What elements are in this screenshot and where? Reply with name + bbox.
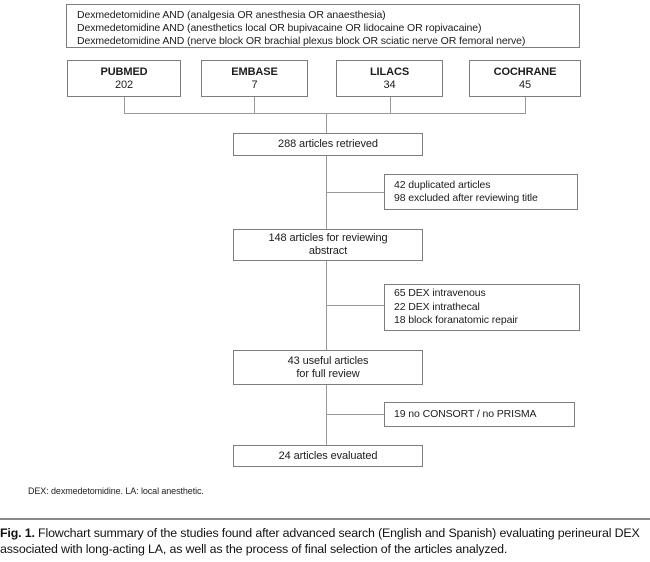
exclusion-line: 98 excluded after reviewing title: [394, 192, 538, 204]
connector-line: [254, 97, 255, 113]
flow-box-full-review: 43 useful articles for full review: [233, 350, 423, 385]
database-box-embase: EMBASE 7: [201, 60, 308, 97]
search-strategy-line: Dexmedetomidine AND (anesthetics local O…: [77, 22, 482, 34]
database-count: 202: [114, 78, 134, 91]
exclusion-line: 22 DEX intrathecal: [394, 300, 480, 313]
search-strategy-box: Dexmedetomidine AND (analgesia OR anesth…: [66, 4, 580, 48]
connector-line: [390, 97, 391, 113]
exclusion-line: 65 DEX intravenous: [394, 287, 486, 300]
connector-line: [326, 305, 384, 306]
flow-box-label: 43 useful articles: [287, 354, 369, 367]
exclusion-line: 19 no CONSORT / no PRISMA: [394, 407, 537, 420]
flow-box-label: 24 articles evaluated: [278, 449, 378, 462]
database-box-lilacs: LILACS 34: [336, 60, 443, 97]
figure-caption-text: Flowchart summary of the studies found a…: [0, 526, 640, 556]
caption-separator: [0, 518, 650, 520]
database-box-pubmed: PUBMED 202: [67, 60, 181, 97]
database-name: COCHRANE: [493, 65, 557, 78]
connector-line: [326, 113, 327, 133]
figure-caption-label: Fig. 1.: [0, 526, 35, 540]
connector-line: [326, 192, 384, 193]
flow-box-label: 148 articles for reviewing: [268, 232, 388, 244]
flow-box-label: for full review: [296, 367, 360, 380]
search-strategy-line: Dexmedetomidine AND (nerve block OR brac…: [77, 35, 526, 47]
connector-line: [124, 113, 526, 114]
database-name: LILACS: [369, 65, 410, 78]
database-box-cochrane: COCHRANE 45: [469, 60, 581, 97]
abbreviations-footnote: DEX: dexmedetomidine. LA: local anesthet…: [28, 486, 204, 496]
exclusion-line: 42 duplicated articles: [394, 178, 491, 191]
exclusion-box-no-consort-prisma: 19 no CONSORT / no PRISMA: [384, 402, 575, 427]
connector-line: [326, 385, 327, 445]
search-strategy-line: Dexmedetomidine AND (analgesia OR anesth…: [77, 9, 386, 21]
database-name: EMBASE: [231, 65, 278, 78]
database-count: 34: [383, 78, 396, 91]
database-count: 7: [251, 78, 258, 91]
connector-line: [124, 97, 125, 113]
exclusion-box-dex-routes: 65 DEX intravenous 22 DEX intrathecal 18…: [384, 284, 580, 331]
exclusion-line: 18 block foranatomic repair: [394, 314, 518, 327]
connector-line: [525, 97, 526, 113]
figure-caption: Fig. 1. Flowchart summary of the studies…: [0, 526, 650, 557]
flow-box-label: 288 articles retrieved: [278, 138, 378, 150]
exclusion-box-duplicates: 42 duplicated articles 98 excluded after…: [384, 174, 578, 210]
connector-line: [326, 414, 384, 415]
flow-box-articles-retrieved: 288 articles retrieved: [233, 133, 423, 156]
flow-box-reviewing-abstract: 148 articles for reviewing abstract: [233, 229, 423, 261]
flow-box-articles-evaluated: 24 articles evaluated: [233, 445, 423, 467]
database-name: PUBMED: [100, 65, 148, 78]
flow-box-label: abstract: [308, 245, 348, 257]
database-count: 45: [518, 78, 532, 91]
